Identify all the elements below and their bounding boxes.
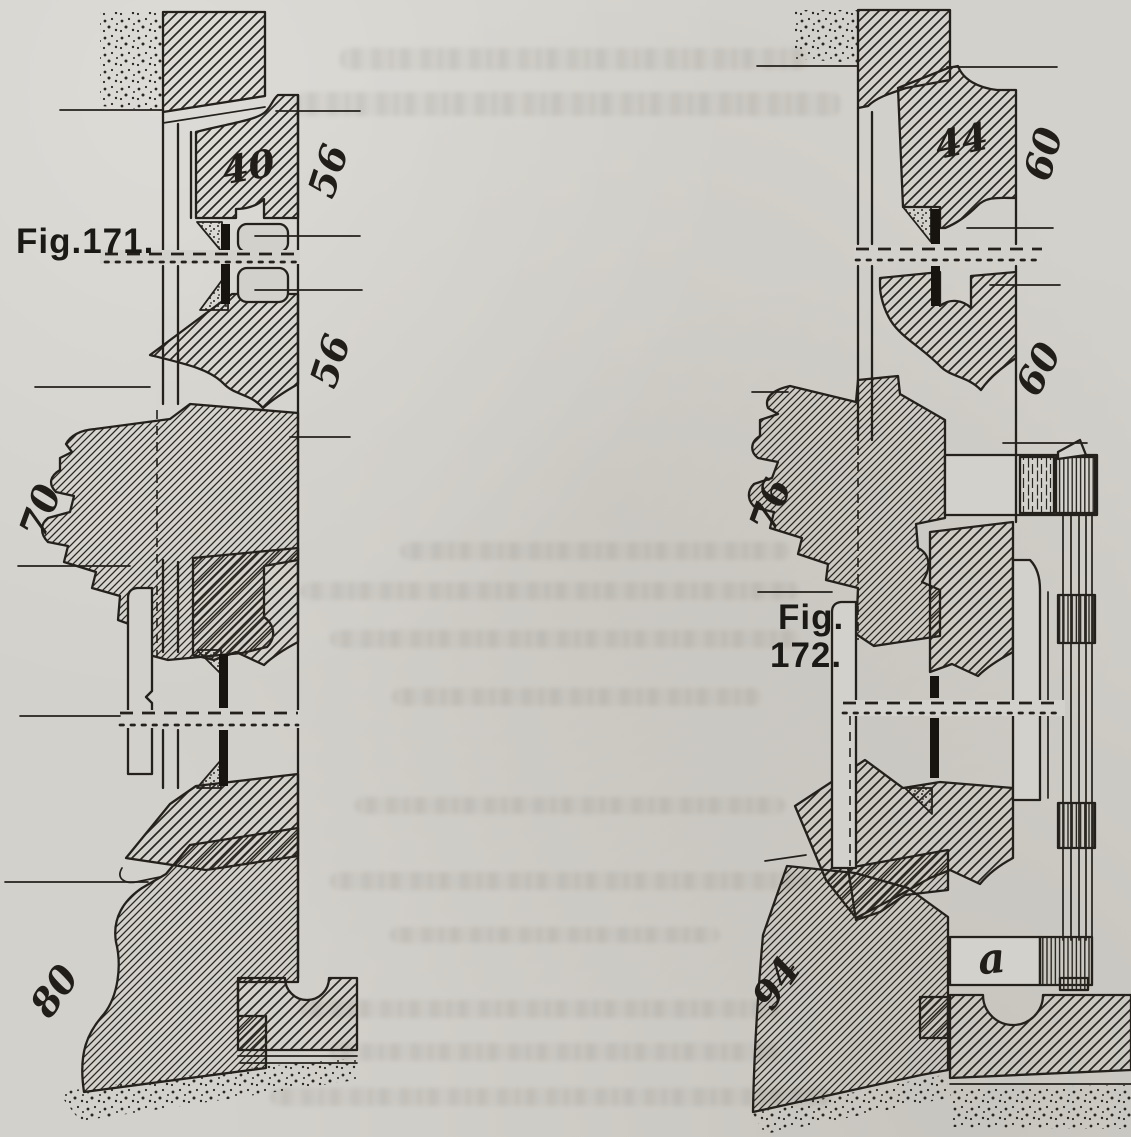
shelf-board-striped — [1018, 455, 1056, 515]
ground-stipple — [950, 1085, 1131, 1129]
upper-sash-bottom-rail — [878, 270, 1018, 392]
glazing-bead — [196, 649, 222, 675]
glass-pane — [930, 718, 939, 778]
glazing-bead — [196, 759, 222, 789]
shelf-board-end-grain — [1054, 455, 1097, 515]
lower-window-head-rail — [191, 546, 300, 667]
bleedthrough-smudge — [390, 927, 720, 943]
plaster-stipple — [100, 12, 163, 111]
ground-stipple — [752, 1074, 948, 1134]
bleedthrough-smudge — [392, 688, 762, 706]
guide-rail-cap — [1056, 438, 1088, 461]
bleedthrough-smudge — [270, 1088, 830, 1106]
bleedthrough-smudge — [300, 582, 800, 600]
glass-pane — [931, 266, 940, 306]
sill-profile — [81, 826, 300, 1094]
ground-stipple — [58, 1058, 356, 1121]
glazing-bead — [196, 221, 223, 253]
casement-strip — [1011, 558, 1042, 802]
bleedthrough-smudge — [296, 92, 841, 116]
figure-172-caption-line2: 172. — [770, 636, 843, 675]
leader-line — [764, 854, 807, 862]
glass-pane — [930, 676, 939, 698]
inner-casement-strip — [126, 586, 154, 776]
fig172-drawing — [747, 8, 1131, 1134]
glass-pane — [219, 654, 228, 708]
figure-171-caption: Fig.171. — [16, 222, 155, 261]
glass-pane — [219, 730, 228, 786]
upper-sash-rail — [194, 93, 300, 220]
glazing-bead — [904, 787, 933, 815]
sash-stop — [236, 222, 290, 254]
bleedthrough-smudge — [355, 797, 785, 814]
sash-stop — [236, 266, 290, 304]
upper-sash-bottom-rail — [148, 292, 300, 410]
sill-profile — [751, 864, 950, 1114]
transom-profile — [747, 374, 947, 648]
glass-pane — [221, 264, 230, 304]
shutter-slat-block — [1056, 593, 1097, 645]
glass-pane — [931, 209, 940, 244]
plaster-stipple — [795, 10, 858, 63]
wall-lintel — [161, 10, 267, 114]
glazing-bead — [902, 206, 932, 243]
dim-label-sash-40: 40 — [218, 139, 279, 194]
bleedthrough-smudge — [400, 542, 790, 560]
glass-pane — [221, 224, 230, 252]
figure-172-caption-line1: Fig. — [778, 598, 845, 637]
outer-sill-block — [918, 995, 950, 1040]
outer-sill-drip-piece — [236, 976, 359, 1052]
bleedthrough-smudge — [330, 1043, 780, 1061]
lower-window-head-rail — [928, 520, 1015, 678]
part-label-a: a — [975, 932, 1008, 985]
fig171-drawing — [4, 10, 363, 1121]
shutter-guide-rail — [1062, 514, 1093, 941]
upper-sash-rail — [896, 64, 1018, 230]
bleedthrough-smudge — [300, 1000, 780, 1018]
outer-sill-drip-piece — [948, 993, 1131, 1080]
bleedthrough-smudge — [330, 872, 810, 890]
shutter-slat-block — [1058, 976, 1090, 992]
dim-label-sash-44: 44 — [930, 113, 992, 169]
bleedthrough-smudge — [340, 48, 810, 70]
bleedthrough-smudge — [330, 630, 800, 648]
shutter-slat-block — [1056, 801, 1097, 850]
window-board — [948, 935, 1042, 987]
